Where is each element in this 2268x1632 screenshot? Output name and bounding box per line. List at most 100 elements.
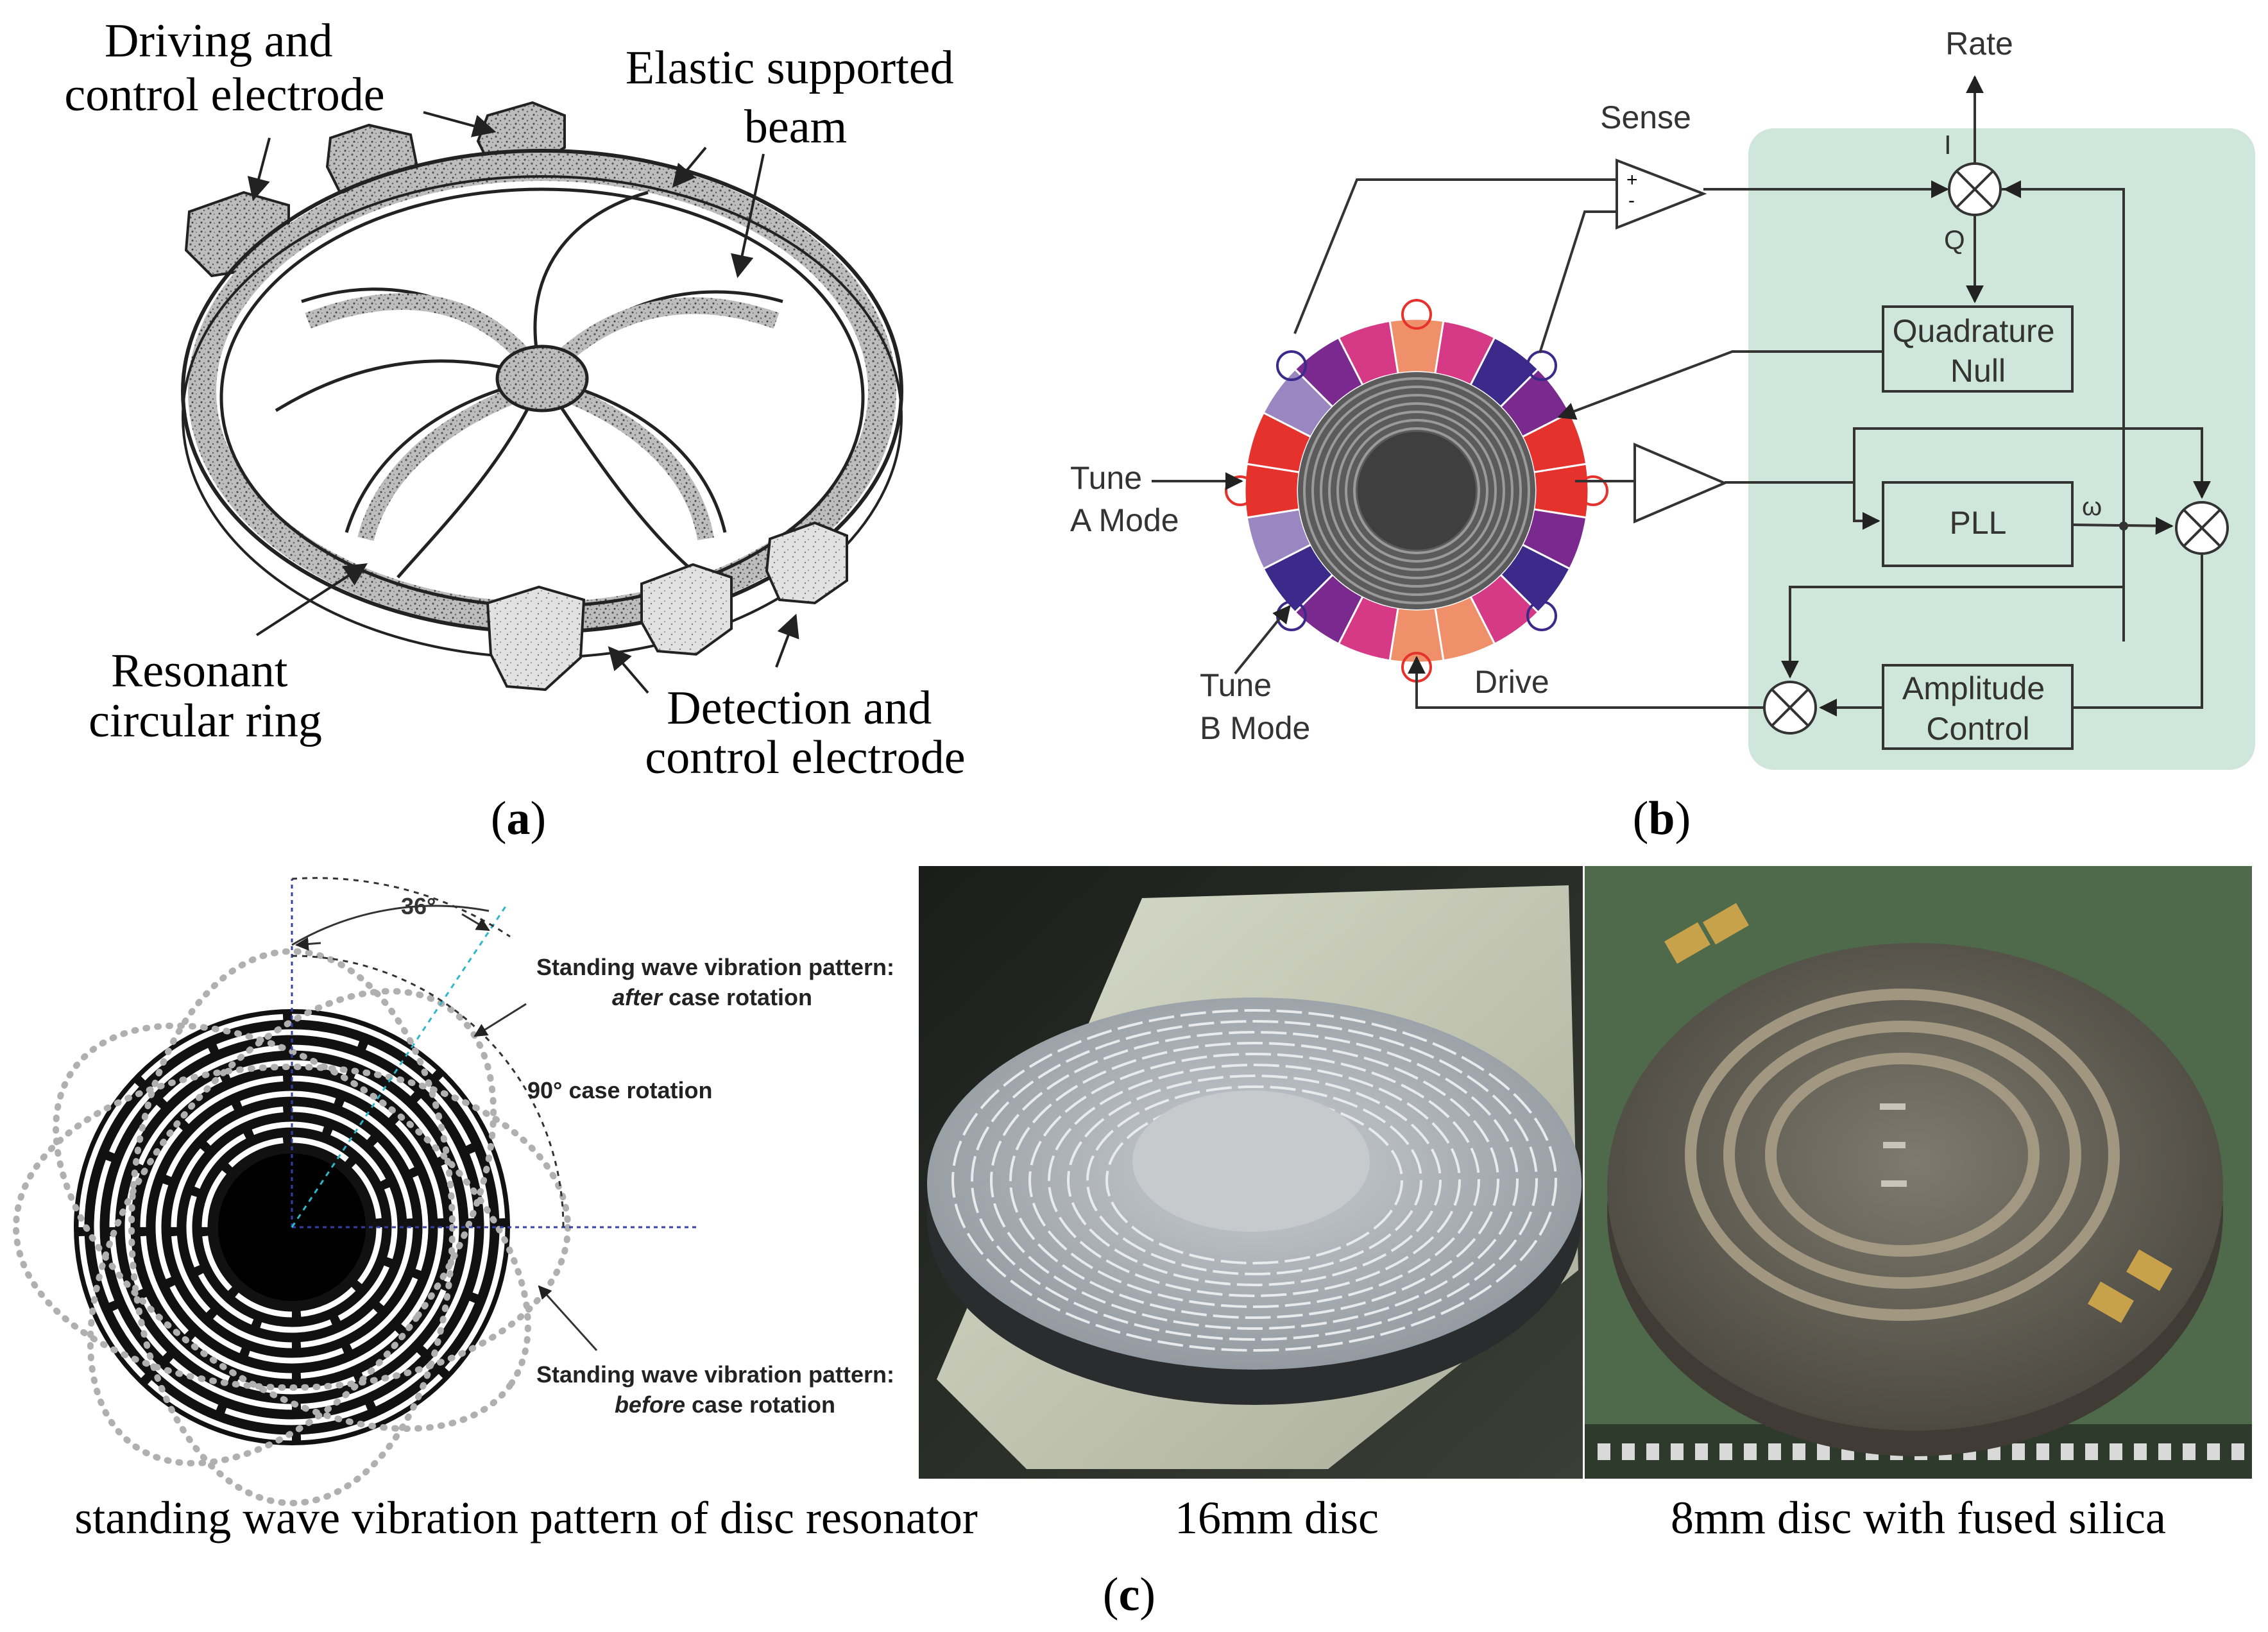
bond-pad [1646, 1443, 1659, 1460]
drive-label: Drive [1474, 664, 1549, 700]
bond-pad [1671, 1443, 1684, 1460]
q-label: Q [1944, 225, 1965, 255]
electrode-segment [1532, 463, 1590, 519]
resonator-ring [1320, 394, 1513, 588]
caption-b: (b) [1633, 792, 1691, 845]
detection-electrode-1 [486, 585, 586, 692]
bond-pad [2134, 1443, 2147, 1460]
pll-label: PLL [1950, 505, 2007, 541]
arrow-before [538, 1285, 598, 1352]
electrode-segment [1243, 463, 1301, 519]
arrow-driving-1 [247, 137, 271, 201]
arrow-36-left [294, 937, 321, 951]
label-driving: Driving and control electrode [64, 15, 384, 121]
arrow-detection-1 [608, 646, 649, 694]
bond-pad [2183, 1443, 2196, 1460]
caption-c: (c) [1103, 1568, 1155, 1621]
control-loop-background [1748, 128, 2255, 770]
disc16-ring [1028, 1053, 1480, 1308]
arrow-36 [461, 913, 490, 931]
disc16-ring [951, 1009, 1557, 1352]
bond-pad [2110, 1443, 2122, 1460]
photo-16mm-disc [919, 866, 1583, 1479]
arrow-after [473, 1003, 527, 1037]
tune-b-label: Tune B Mode [1200, 667, 1310, 746]
bond-pad [2012, 1443, 2025, 1460]
angle-36-label: 36° [401, 893, 436, 919]
resonator-ring [1353, 427, 1480, 554]
detection-electrode-3 [765, 521, 848, 605]
bond-pad [2061, 1443, 2074, 1460]
electrode-ring [1225, 299, 1608, 683]
bond-pad [1622, 1443, 1635, 1460]
resonator-ring [1303, 377, 1530, 604]
rate-label: Rate [1945, 26, 2013, 62]
multiplier-drive [1763, 681, 1817, 735]
after-label: Standing wave vibration pattern: after c… [536, 954, 901, 1010]
arrow-detection-2 [775, 613, 799, 668]
bond-pad [1719, 1443, 1732, 1460]
arrow-driving-2 [423, 111, 497, 137]
resonator-ring [1345, 419, 1488, 563]
disc16-ring [971, 1020, 1538, 1341]
caption-pattern: standing wave vibration pattern of disc … [74, 1492, 978, 1543]
panel-c: 36° Standing wave vibration pattern: aft… [13, 866, 2252, 1621]
sense-plus: + [1626, 169, 1638, 191]
tune-loop [1401, 299, 1432, 330]
label-detection: Detection and control electrode [645, 682, 965, 784]
caption-8mm: 8mm disc with fused silica [1671, 1492, 2166, 1543]
amplitude-control-label: Amplitude Control [1902, 670, 2054, 747]
tune-a-label: Tune A Mode [1070, 460, 1179, 538]
tune-loop [1526, 350, 1557, 381]
bond-pad [2036, 1443, 2049, 1460]
resonator-core [1358, 432, 1476, 550]
panel-b: + - Quadrature Null PLL Ampli [1070, 26, 2255, 845]
drive-amplifier [1633, 442, 1728, 524]
wiring [1152, 75, 2211, 717]
bond-pad [1768, 1443, 1781, 1460]
bond-pad [1695, 1443, 1708, 1460]
standing-wave-lobes [13, 948, 571, 1506]
arrow-elastic-1 [672, 146, 707, 188]
junction-dot [2119, 522, 2128, 531]
disc16-ring [1086, 1085, 1422, 1275]
disc16-ring [990, 1031, 1519, 1330]
disc16-ring [1048, 1064, 1461, 1297]
tune-loop [1526, 600, 1557, 631]
beam-hub [495, 344, 589, 412]
bond-pad [1793, 1443, 1805, 1460]
bond-pad [1598, 1443, 1610, 1460]
bond-pad [1817, 1443, 1830, 1460]
amplitude-control-block [1882, 664, 2074, 750]
resonator-ring [1311, 386, 1522, 596]
electrode-segment [1388, 606, 1445, 664]
label-resonant: Resonant circular ring [89, 645, 322, 747]
multiplier-mix [2175, 501, 2229, 555]
caption-a: (a) [491, 792, 546, 845]
omega-label: ω [2082, 493, 2102, 521]
tune-loop [1276, 350, 1307, 381]
caption-16mm: 16mm disc [1175, 1492, 1379, 1543]
tune-loop [1578, 475, 1608, 506]
quadrature-null-label: Quadrature Null [1893, 313, 2064, 389]
sense-minus: - [1628, 190, 1635, 211]
disc16-ring [1067, 1075, 1442, 1286]
electrode-segment [1388, 318, 1445, 375]
pll-block [1882, 481, 2074, 567]
label-elastic: Elastic supported beam [626, 42, 966, 153]
bond-pad [2207, 1443, 2220, 1460]
arrow-elastic-2 [731, 153, 765, 278]
sense-label: Sense [1600, 99, 1691, 135]
panel-a: Driving and control electrode Elastic su… [64, 15, 966, 845]
quadrature-null-block [1882, 305, 2074, 393]
case-rotation-label: 90° case rotation [527, 1077, 713, 1103]
bond-pad [2231, 1443, 2244, 1460]
bond-pad [2085, 1443, 2098, 1460]
bond-pad [1744, 1443, 1757, 1460]
multiplier-demod [1948, 162, 2002, 216]
i-label: I [1944, 130, 1952, 160]
bond-pad [2158, 1443, 2171, 1460]
resonator-ring [1328, 402, 1505, 579]
disc16-ring [1009, 1042, 1499, 1319]
